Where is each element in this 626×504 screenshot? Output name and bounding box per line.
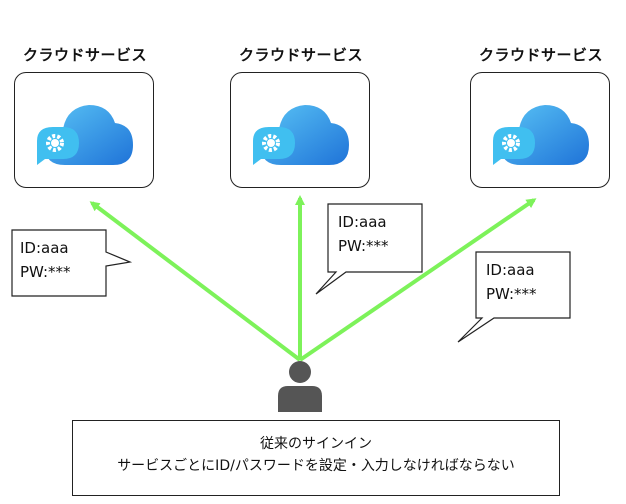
caption-box: 従来のサインイン サービスごとにID/パスワードを設定・入力しなければならない xyxy=(72,420,560,496)
cloud-gear-icon xyxy=(253,105,349,165)
arrow-to-service-1 xyxy=(89,201,302,362)
cloud-gear-icon xyxy=(37,105,133,165)
cloud-gear-icon xyxy=(493,105,589,165)
speech-bubble-2 xyxy=(315,203,423,295)
arrow-to-service-3 xyxy=(298,198,537,362)
bubble-text-1: ID:aaa PW:*** xyxy=(20,236,71,284)
bubble-id-2: ID:aaa xyxy=(338,213,387,231)
service-title-2: クラウドサービス xyxy=(238,46,363,64)
bubble-text-2: ID:aaa PW:*** xyxy=(338,210,389,258)
service-title-3: クラウドサービス xyxy=(478,46,603,64)
bubble-id-3: ID:aaa xyxy=(486,261,535,279)
service-box-2 xyxy=(230,72,370,188)
bubble-id-1: ID:aaa xyxy=(20,239,69,257)
bubble-pw-1: PW:*** xyxy=(20,263,71,281)
speech-bubble-3 xyxy=(457,251,571,343)
caption-title: 従来のサインイン xyxy=(260,436,372,452)
service-box-3 xyxy=(470,72,610,188)
service-title-1: クラウドサービス xyxy=(22,46,147,64)
caption-description: サービスごとにID/パスワードを設定・入力しなければならない xyxy=(117,458,515,474)
bubble-pw-2: PW:*** xyxy=(338,237,389,255)
bubble-pw-3: PW:*** xyxy=(486,285,537,303)
user-icon xyxy=(278,361,322,412)
bubble-text-3: ID:aaa PW:*** xyxy=(486,258,537,306)
service-box-1 xyxy=(14,72,154,188)
speech-bubble-1 xyxy=(11,229,133,297)
